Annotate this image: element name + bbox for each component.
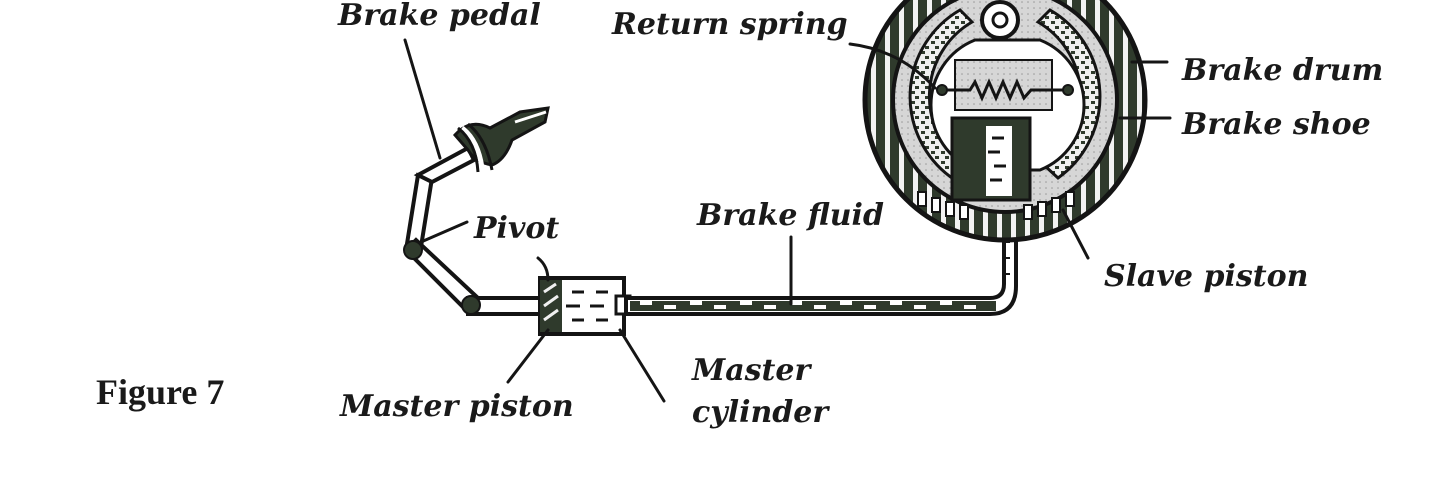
leader-master-piston: [506, 328, 550, 384]
label-master-cylinder-line2: cylinder: [692, 395, 830, 430]
rod-joint-icon: [461, 295, 481, 315]
pivot-joint-icon: [403, 240, 423, 260]
brake-drum-assembly: [862, 0, 1148, 243]
label-brake-shoe: Brake shoe: [1181, 107, 1371, 142]
leader-master-piston-top: [536, 256, 550, 282]
leader-pivot: [419, 220, 469, 244]
master-cylinder: [538, 276, 632, 336]
brake-shoe-right: [1035, 8, 1102, 180]
label-pivot: Pivot: [473, 211, 559, 246]
label-master-piston: Master piston: [339, 389, 574, 424]
label-master-cylinder-line1: Master: [691, 353, 812, 388]
label-slave-piston: Slave piston: [1104, 259, 1308, 294]
label-brake-drum: Brake drum: [1181, 53, 1383, 88]
leader-master-cylinder: [618, 328, 666, 403]
return-spring: [942, 78, 1068, 102]
label-return-spring: Return spring: [611, 7, 848, 42]
leader-return-spring: [848, 42, 937, 90]
label-brake-pedal: Brake pedal: [337, 0, 541, 33]
figure-caption: Figure 7: [96, 372, 224, 412]
leader-slave-piston: [1061, 208, 1090, 260]
brake-pedal-assembly: [403, 106, 550, 316]
leader-lines: [403, 38, 1172, 403]
leader-brake-pedal: [403, 38, 442, 160]
pedal-stem: [413, 145, 477, 185]
label-brake-fluid: Brake fluid: [696, 198, 884, 233]
